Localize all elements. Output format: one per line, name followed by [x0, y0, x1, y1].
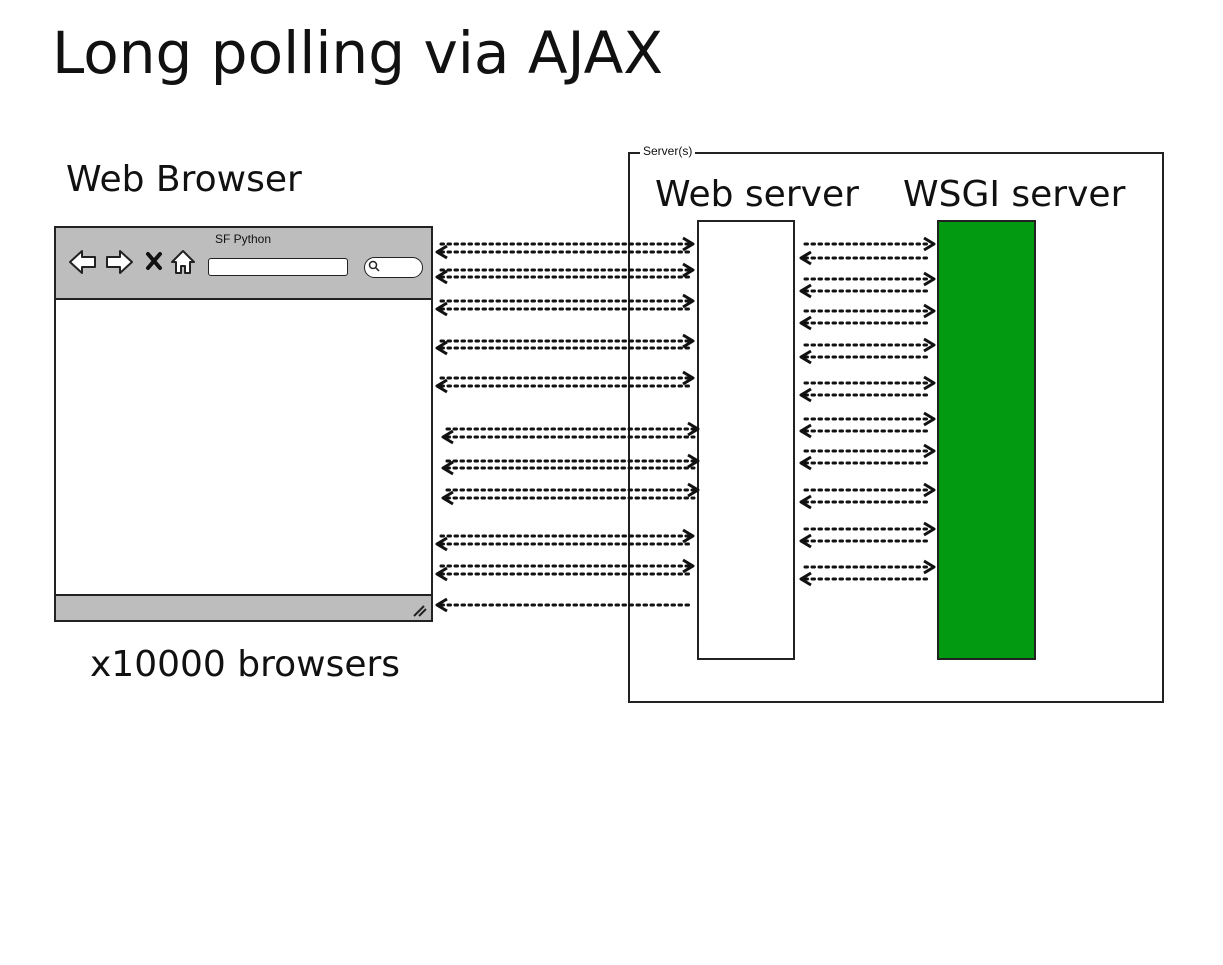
browser-toolbar: SF Python [56, 228, 431, 300]
web-browser-label: Web Browser [66, 159, 302, 200]
resize-grip-icon [413, 605, 427, 617]
address-bar [208, 258, 348, 276]
wsgi-server-box [937, 220, 1036, 660]
browser-window: SF Python [54, 226, 433, 622]
page-title: Long polling via AJAX [52, 19, 664, 87]
wsgi-server-label: WSGI server [903, 174, 1126, 215]
forward-arrow-icon [106, 250, 133, 274]
browser-count-label: x10000 browsers [90, 644, 401, 685]
browser-status-bar [56, 594, 431, 620]
servers-group-label: Server(s) [640, 144, 696, 158]
browser-window-title: SF Python [215, 232, 272, 246]
search-icon [368, 260, 380, 272]
home-icon [171, 250, 195, 274]
stop-icon [146, 252, 162, 270]
web-server-label: Web server [655, 174, 859, 215]
web-server-box [697, 220, 795, 660]
back-arrow-icon [69, 250, 96, 274]
search-box [364, 257, 423, 278]
